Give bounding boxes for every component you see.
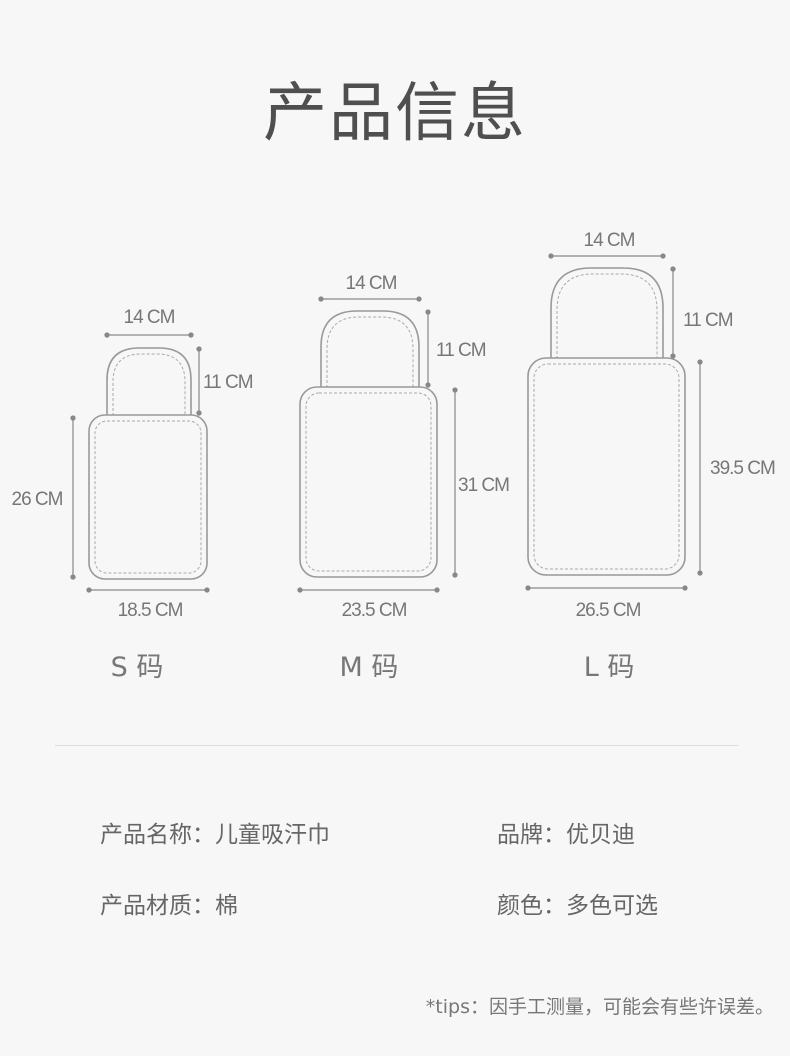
size-m-bottom-width: 23.5 CM (342, 600, 407, 621)
size-s-bottom-width: 18.5 CM (118, 600, 183, 621)
section-divider (55, 745, 738, 746)
size-diagram: 14 CM 11 CM 26 CM 18.5 CM S 码 14 CM 11 C… (12, 230, 776, 683)
size-m-top-width: 14 CM (346, 273, 397, 294)
size-s-top-height: 11 CM (203, 372, 253, 393)
product-material: 产品材质：棉 (100, 893, 238, 919)
size-m-body-height: 31 CM (458, 475, 509, 496)
size-l-top-height: 11 CM (683, 310, 733, 331)
product-brand: 品牌：优贝迪 (497, 822, 635, 848)
product-name: 产品名称：儿童吸汗巾 (100, 822, 330, 848)
size-l-bottom-width: 26.5 CM (576, 600, 641, 621)
size-s-top-width: 14 CM (124, 307, 175, 328)
size-l-body-height: 39.5 CM (710, 458, 775, 479)
product-color: 颜色：多色可选 (497, 893, 658, 919)
size-l-towel (525, 253, 703, 591)
size-l-label: L 码 (584, 652, 635, 683)
page-title: 产品信息 (263, 77, 527, 151)
size-s-label: S 码 (111, 652, 164, 683)
size-l-top-width: 14 CM (584, 230, 635, 251)
size-s-body-height: 26 CM (12, 489, 63, 510)
size-s-towel (70, 332, 210, 593)
measurement-tip: *tips：因手工测量，可能会有些许误差。 (425, 996, 774, 1018)
size-m-label: M 码 (340, 652, 399, 683)
size-m-towel (297, 296, 458, 593)
size-m-top-height: 11 CM (436, 340, 486, 361)
